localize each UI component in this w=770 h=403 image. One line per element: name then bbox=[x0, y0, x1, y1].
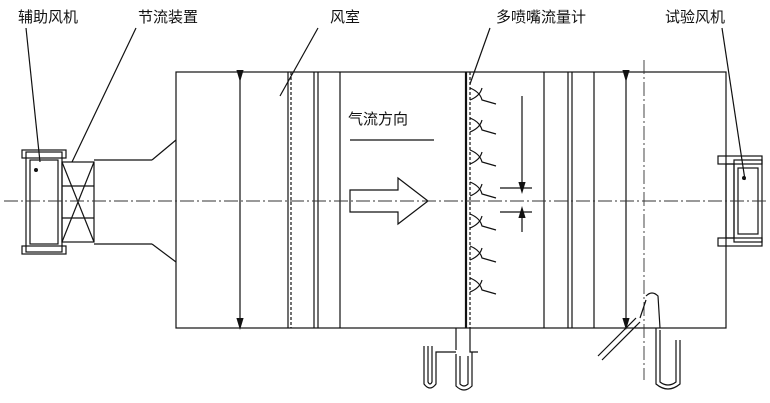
airflow-arrow bbox=[349, 176, 429, 226]
test-fan-leader bbox=[721, 27, 746, 181]
throttle-label: 节流装置 bbox=[138, 8, 198, 26]
nozzle-meter-label: 多喷嘴流量计 bbox=[496, 8, 586, 26]
aux-fan bbox=[21, 149, 67, 255]
nozzle-plate bbox=[464, 72, 497, 328]
screen-group-right bbox=[543, 72, 595, 328]
test-fan-label: 试验风机 bbox=[665, 8, 725, 26]
aux-fan-leader bbox=[25, 27, 41, 163]
nozzle-spacing-dimension bbox=[500, 96, 532, 232]
chamber-box bbox=[175, 71, 727, 329]
nozzle-manometers bbox=[423, 328, 478, 391]
airflow-label: 气流方向 bbox=[348, 110, 408, 128]
throttle-leader bbox=[71, 27, 137, 163]
nozzle-meter-leader bbox=[469, 27, 491, 85]
screen-group-left bbox=[287, 72, 341, 328]
aux-fan-label: 辅助风机 bbox=[18, 8, 78, 26]
chamber-label: 风室 bbox=[330, 8, 360, 26]
inclined-manometer bbox=[597, 292, 681, 390]
inlet-duct bbox=[94, 139, 177, 263]
chamber-leader bbox=[279, 27, 319, 97]
throttle-device bbox=[61, 161, 95, 243]
